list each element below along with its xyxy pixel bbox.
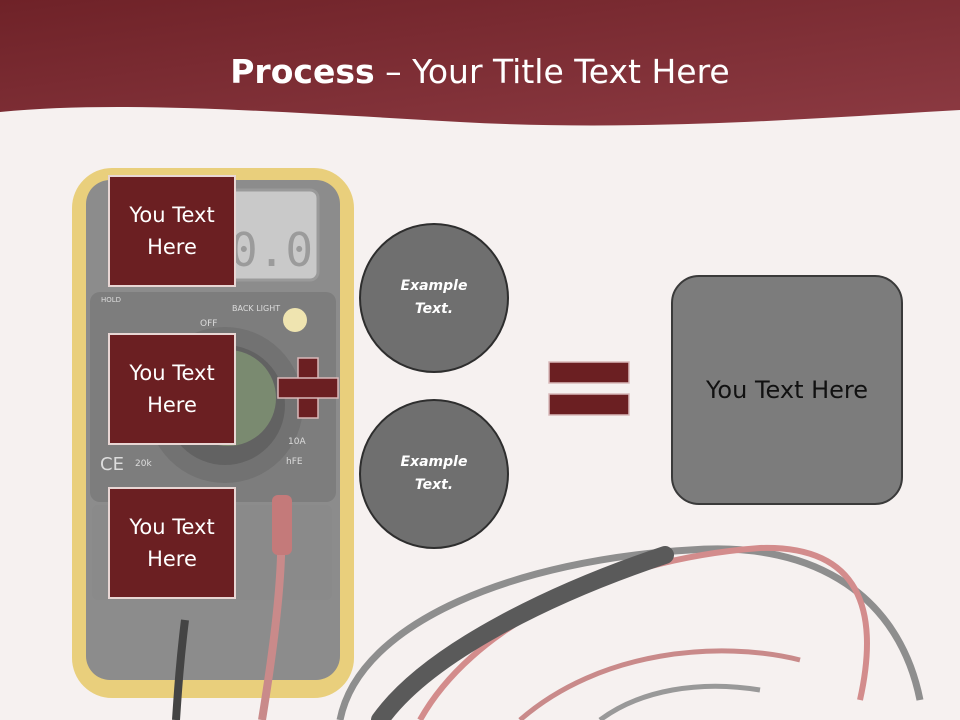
- result-text: You Text Here: [705, 376, 869, 404]
- svg-text:BACK LIGHT: BACK LIGHT: [232, 304, 280, 313]
- text-box-1-line1: You Text: [129, 203, 215, 227]
- svg-text:OFF: OFF: [200, 319, 217, 329]
- text-box-3-line1: You Text: [129, 515, 215, 539]
- text-box-3-line2: Here: [147, 547, 197, 571]
- svg-text:0.0: 0.0: [230, 223, 313, 277]
- svg-text:10A: 10A: [288, 437, 306, 447]
- result-box[interactable]: You Text Here: [671, 275, 903, 505]
- svg-text:20k: 20k: [135, 459, 152, 469]
- svg-text:hFE: hFE: [286, 457, 303, 467]
- example-circle-1-line1: Example: [400, 278, 468, 294]
- example-circle-2-line1: Example: [400, 454, 468, 470]
- title-rest: – Your Title Text Here: [374, 52, 730, 91]
- header-band: [0, 0, 960, 126]
- svg-text:HOLD: HOLD: [101, 296, 121, 304]
- example-circle-1-line2: Text.: [414, 301, 454, 317]
- svg-text:CE: CE: [100, 454, 124, 475]
- example-circle-2-line2: Text.: [414, 477, 454, 493]
- title-bold: Process: [230, 52, 375, 91]
- plus-icon: [277, 357, 339, 419]
- text-box-2-line2: Here: [147, 393, 197, 417]
- slide-title: Process – Your Title Text Here: [0, 52, 960, 91]
- text-box-2-line1: You Text: [129, 361, 215, 385]
- text-box-1-line2: Here: [147, 235, 197, 259]
- equals-icon: [548, 361, 630, 416]
